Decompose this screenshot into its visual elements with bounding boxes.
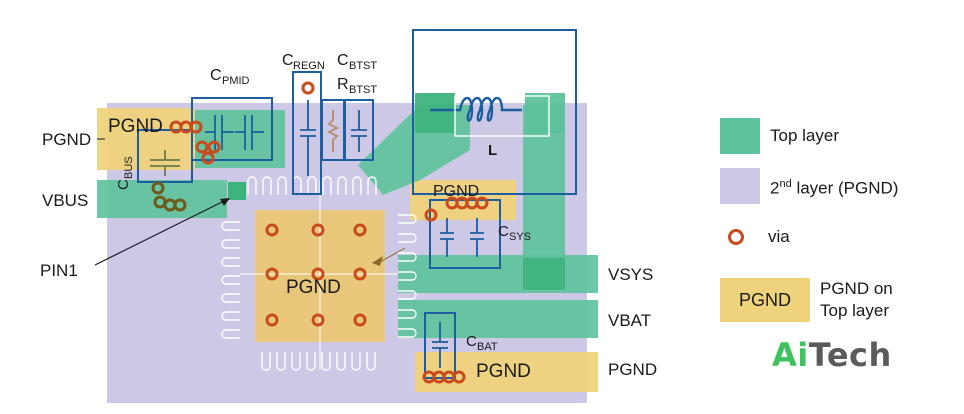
pin1-arrowhead: [220, 198, 230, 206]
legend-item-top-layer: Top layer: [720, 118, 839, 154]
ic-pins-left: [221, 221, 240, 339]
inductor-coil-frame: [454, 95, 550, 137]
via: [173, 198, 187, 212]
via: [452, 370, 466, 384]
cbus-symbol: [150, 150, 180, 176]
via: [201, 151, 215, 165]
via: [265, 223, 279, 237]
via: [311, 223, 325, 237]
cbat-label-sub: BAT: [477, 341, 498, 353]
csys-symbol-1: [440, 218, 454, 257]
cbat-symbol: [432, 322, 448, 368]
vbat-trace: [398, 300, 598, 338]
vbus-label: VBUS: [42, 191, 88, 210]
ic-pins-right: [398, 214, 417, 338]
inductor-outline: [412, 29, 577, 195]
cbus-label: C BUS: [115, 156, 135, 190]
via: [301, 81, 315, 95]
pin1-leader: [94, 199, 227, 266]
pmid-trace: [195, 110, 285, 168]
inductor-label: L: [488, 142, 497, 159]
pgnd-top-swatch: PGND: [720, 278, 810, 322]
pgnd-center-label: PGND: [286, 277, 341, 298]
vsys-trace: [398, 255, 598, 293]
cpmid-label-sub: PMID: [222, 75, 250, 87]
legend-pgnd-on-top-label: PGND on Top layer: [820, 278, 893, 322]
legend-item-pgnd-top: PGND PGND on Top layer: [720, 278, 893, 322]
vias: [151, 81, 489, 384]
cbat-label-main: C: [466, 333, 477, 350]
legend: Top layer 2nd layer (PGND) via PGND PGND…: [720, 110, 960, 370]
legend-top-layer-label: Top layer: [770, 126, 839, 145]
legend-item-via: via: [720, 226, 790, 248]
vbat-label: VBAT: [608, 311, 651, 330]
cbus-label-sub: BUS: [123, 156, 135, 179]
cregn-label-sub: REGN: [293, 60, 325, 72]
via: [265, 313, 279, 327]
legend-second-layer-sup: nd: [779, 177, 792, 190]
via: [151, 181, 165, 195]
via: [353, 267, 367, 281]
via: [311, 267, 325, 281]
logo-ai: Ai: [772, 336, 809, 374]
component-symbols: [150, 100, 484, 368]
pin1-pad: [228, 182, 246, 200]
pgnd-outer-left-label: PGND: [42, 130, 91, 149]
cbus-label-main: C: [115, 179, 132, 190]
via: [353, 223, 367, 237]
logo-tech: Tech: [808, 336, 892, 374]
top-layer-swatch: [720, 118, 760, 154]
ic-pins-bottom: [261, 352, 376, 371]
pgnd-right-label: PGND: [608, 360, 657, 379]
cbtst-label-main: C: [337, 52, 349, 69]
csys-label-sub: SYS: [509, 231, 531, 243]
legend-second-layer-label: 2nd layer (PGND): [770, 173, 898, 200]
center-pad-arrowhead: [372, 256, 383, 266]
csys-symbol-2: [470, 218, 484, 257]
legend-pgnd-on-top-line2: Top layer: [820, 301, 889, 320]
vsys-label: VSYS: [608, 265, 653, 284]
cbat-outline: [424, 312, 456, 379]
cbtst-symbol: [351, 110, 367, 152]
rbtst-symbol: [326, 110, 340, 152]
via: [189, 120, 203, 134]
inductor-coil: [430, 96, 522, 122]
rbtst-label-main: R: [337, 76, 349, 93]
pgnd-bottom-label: PGND: [476, 361, 531, 382]
via: [265, 267, 279, 281]
cbtst-label-sub: BTST: [349, 60, 377, 72]
cpmid-symbol: [205, 115, 264, 150]
rbtst-label-sub: BTST: [349, 84, 377, 96]
via: [311, 313, 325, 327]
via: [475, 196, 489, 210]
pin1-label: PIN1: [40, 261, 78, 280]
legend-second-layer-rest: layer (PGND): [791, 178, 899, 198]
center-pad-leader: [379, 247, 406, 263]
cregn-symbol: [300, 100, 316, 176]
cpmid-label-main: C: [210, 67, 222, 84]
legend-item-second-layer: 2nd layer (PGND): [720, 168, 898, 204]
cregn-label-main: C: [282, 52, 294, 69]
via-icon: [728, 229, 744, 245]
pgnd-csys-label: PGND: [433, 183, 479, 200]
via: [424, 208, 438, 222]
vsys-trace-highlight: [523, 258, 565, 290]
via: [207, 140, 221, 154]
inductor-pad-left: [415, 93, 455, 133]
legend-via-label: via: [768, 227, 790, 246]
legend-pgnd-on-top-line1: PGND on: [820, 279, 893, 298]
via: [353, 313, 367, 327]
via: [195, 140, 209, 154]
legend-pgnd-box-label: PGND: [738, 289, 791, 310]
csys-label-main: C: [498, 223, 509, 240]
aitech-logo: AiTech: [772, 336, 892, 374]
cbtst-outline: [344, 99, 374, 161]
legend-second-layer-num: 2: [770, 178, 780, 198]
second-layer-swatch: [720, 168, 760, 204]
pgnd-top-left-label: PGND: [108, 116, 163, 137]
